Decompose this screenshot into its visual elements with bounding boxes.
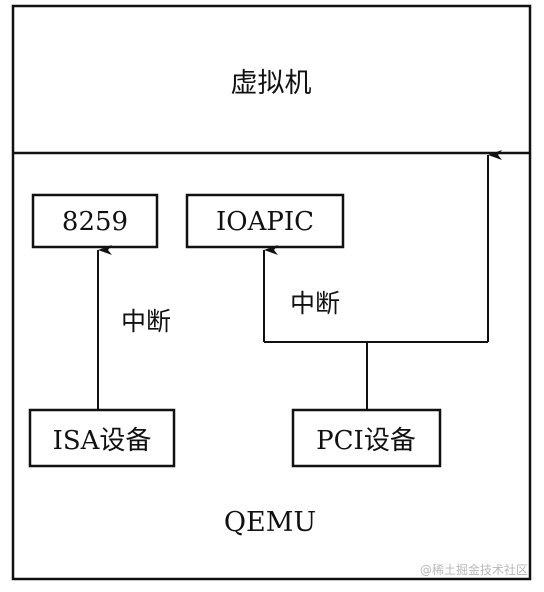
outer-frame (11, 4, 532, 581)
ioapic-box: IOAPIC (185, 193, 345, 249)
pci-device-label: PCI设备 (316, 426, 416, 456)
pic8259-box: 8259 (31, 193, 159, 249)
vm-label: 虚拟机 (231, 68, 312, 99)
isa-device-box: ISA设备 (28, 408, 176, 468)
isa-device-label: ISA设备 (53, 426, 152, 456)
isa-interrupt-label: 中断 (121, 307, 171, 336)
pci-interrupt-label: 中断 (290, 289, 340, 318)
pci-device-box: PCI设备 (291, 408, 442, 468)
ioapic-label: IOAPIC (216, 207, 314, 237)
qemu-label: QEMU (224, 507, 316, 538)
watermark-text: @稀土掘金技术社区 (420, 562, 528, 577)
pic8259-label: 8259 (62, 207, 128, 237)
